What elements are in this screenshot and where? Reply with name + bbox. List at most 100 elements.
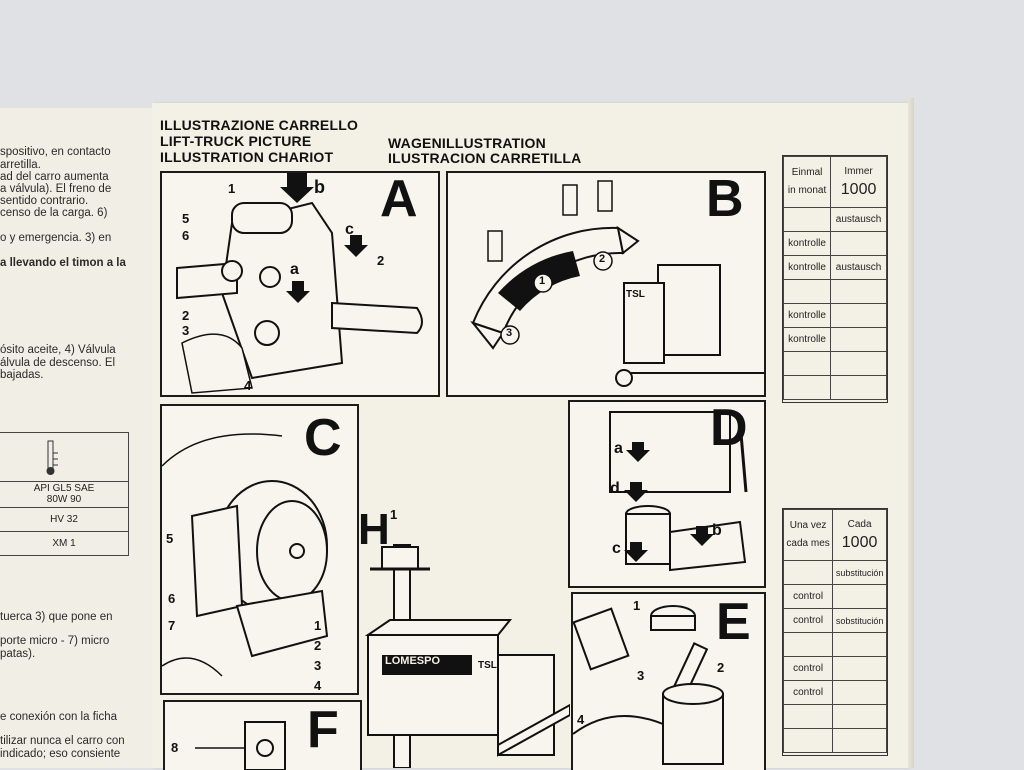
text-line: porte micro - 7) micro [0, 635, 110, 647]
table-header-cell: Una vez cada mes [782, 509, 834, 561]
header-text: Immer [844, 166, 873, 177]
table-cell: control [782, 608, 834, 633]
table-cell [832, 584, 887, 609]
table-cell [832, 680, 887, 705]
table-row: control [782, 584, 887, 609]
table-cell [782, 207, 832, 232]
callout-label: 5 [166, 531, 174, 546]
header-text: Una vez [789, 520, 827, 531]
header-italian: ILLUSTRAZIONE CARRELLO [160, 117, 359, 133]
callout-label: a [614, 440, 623, 457]
table-row: control [782, 656, 887, 681]
model-badge: TSL [626, 289, 645, 300]
callout-label: 4 [244, 378, 252, 393]
tiller-positions-drawing [470, 180, 764, 387]
panel-a-illustration: A 1 b 5 6 c 2 a 2 3 4 [160, 171, 440, 397]
text-line: e conexión con la ficha [0, 711, 117, 723]
thermometer-cell [0, 433, 128, 481]
header-english: LIFT-TRUCK PICTURE [160, 133, 312, 149]
table-row [782, 704, 887, 729]
table-row [782, 279, 887, 304]
callout-label: 3 [182, 323, 190, 338]
header-number: 1000 [841, 534, 878, 551]
text-line: censo de la carga. 6) [0, 207, 108, 219]
maintenance-table-spanish: Una vez cada mes Cada 1000 substitución … [782, 508, 888, 756]
table-header-cell: Cada 1000 [832, 509, 887, 561]
table-row [782, 375, 887, 400]
callout-label: 4 [577, 712, 585, 727]
oil-spec: API GL5 SAE [33, 483, 95, 494]
table-cell [782, 560, 834, 585]
table-header-cell: Einmal in monat [782, 156, 832, 208]
table-cell [782, 728, 834, 753]
table-row: kontrolle [782, 327, 887, 352]
panel-e-illustration: E 1 3 2 4 [571, 592, 766, 770]
callout-label: 1 [390, 507, 398, 522]
text-line: álvula de descenso. El [0, 357, 116, 369]
motor-drawing [162, 433, 329, 677]
table-row: control [782, 680, 887, 705]
table-cell [782, 375, 832, 400]
header-number: 1000 [840, 181, 877, 198]
table-cell: austausch [830, 207, 887, 232]
panel-letter: F [307, 701, 339, 759]
table-row: kontrolle [782, 231, 887, 256]
text-line: ósito aceite, 4) Válvula [0, 344, 116, 356]
panel-letter-h: H [358, 505, 390, 554]
callout-label: 1 [633, 598, 641, 613]
thermometer-icon [46, 440, 58, 475]
panel-letter: E [716, 593, 751, 651]
callout-label: d [610, 480, 620, 497]
table-cell: sobstitución [832, 608, 887, 633]
position-label: 2 [599, 253, 606, 265]
table-row: kontrolle [782, 303, 887, 328]
header-text: Einmal [791, 167, 823, 178]
callout-label: 2 [182, 308, 190, 323]
panel-letter: D [710, 400, 748, 457]
text-line: indicado; eso consiente [0, 748, 121, 760]
table-cell: control [782, 656, 834, 681]
text-line: tuerca 3) que pone en [0, 611, 113, 623]
table-cell [830, 231, 887, 256]
callout-label: 6 [168, 591, 176, 606]
position-label: 3 [506, 327, 513, 339]
table-cell: kontrolle [782, 255, 832, 280]
header-text: in monat [787, 185, 827, 196]
panel-c-illustration: C 5 6 7 1 2 3 4 [160, 404, 359, 695]
text-line: sentido contrario. [0, 195, 89, 207]
header-text: cada mes [786, 538, 830, 549]
brand-label: LOMESPO [385, 655, 441, 667]
table-cell: kontrolle [782, 303, 832, 328]
panel-b-illustration: B 1 2 3 TSL [446, 171, 766, 397]
callout-label: 1 [228, 181, 236, 196]
text-line: ad del carro aumenta [0, 171, 109, 183]
header-text: Cada [847, 519, 872, 530]
callout-label: 1 [314, 618, 322, 633]
panel-d-illustration: D a d c b [568, 400, 766, 588]
table-cell: control [782, 584, 834, 609]
text-line: o y emergencia. 3) en [0, 232, 112, 244]
text-line: spositivo, en contacto [0, 146, 111, 158]
table-cell [782, 632, 834, 657]
callout-label: 8 [171, 740, 179, 755]
header-german: WAGENILLUSTRATION [388, 135, 546, 151]
panel-f-illustration: F 8 [163, 700, 362, 770]
header-french: ILLUSTRATION CHARIOT [160, 149, 334, 165]
callout-label: b [712, 522, 722, 539]
callout-label: 2 [717, 660, 725, 675]
table-cell [832, 728, 887, 753]
callout-label: 2 [377, 253, 385, 268]
table-header-cell: Immer 1000 [830, 156, 887, 208]
model-badge: TSL [478, 660, 497, 671]
truck-drawing [364, 544, 570, 768]
oil-refill-drawing [573, 605, 724, 765]
oil-cell: HV 32 [0, 507, 128, 531]
table-row: substitución [782, 560, 887, 585]
panel-letter: A [380, 171, 418, 228]
oil-table: API GL5 SAE 80W 90 HV 32 XM 1 [0, 432, 129, 556]
header-spanish: ILUSTRACION CARRETILLA [388, 150, 582, 166]
table-cell [830, 327, 887, 352]
callout-label: 3 [637, 668, 645, 683]
table-cell [832, 656, 887, 681]
tiller-head-drawing [176, 173, 423, 394]
